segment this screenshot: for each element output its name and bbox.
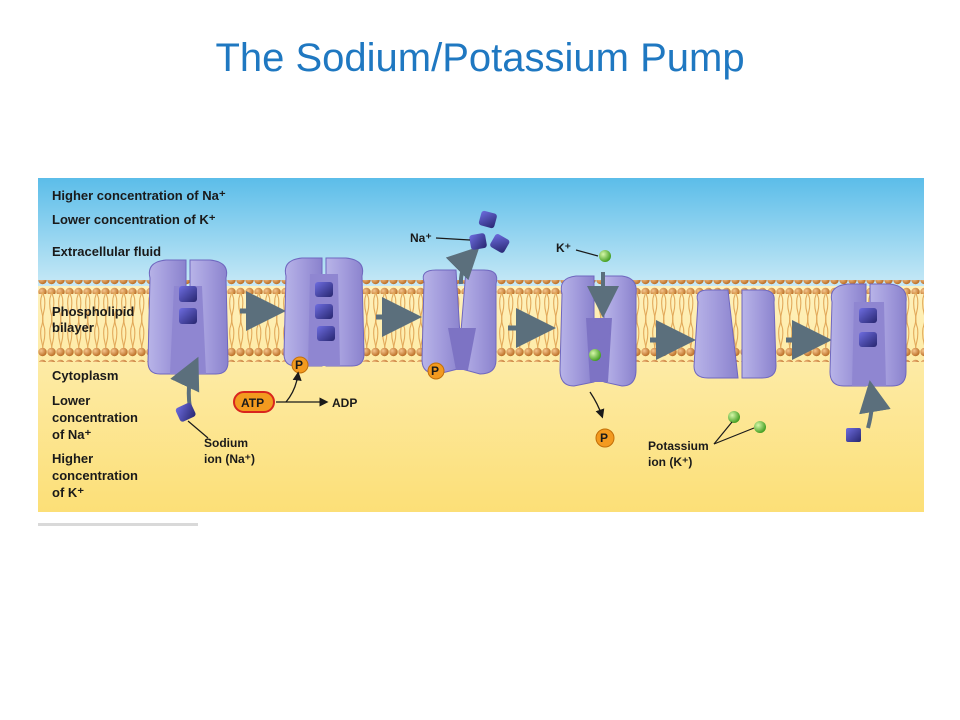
higher-conc-label-3: of K⁺ — [52, 485, 84, 500]
pump-step-2 — [283, 257, 365, 367]
k-plus-label: K⁺ — [556, 241, 571, 255]
higher-conc-label-2: concentration — [52, 468, 138, 483]
potassium-ion — [599, 250, 611, 262]
sodium-label-1: Sodium — [204, 436, 248, 450]
pump-step-3 — [421, 269, 498, 375]
slide-title: The Sodium/Potassium Pump — [215, 36, 745, 80]
bilayer-label: bilayer — [52, 320, 94, 335]
sodium-ion — [315, 282, 333, 297]
atp-badge — [233, 391, 275, 413]
higher-conc-label-1: Higher — [52, 451, 93, 466]
atp-label: ATP — [241, 396, 264, 410]
pump-step-6 — [829, 283, 907, 387]
sodium-ion — [317, 326, 335, 341]
sodium-ion — [859, 308, 877, 323]
figure-credit — [38, 514, 238, 526]
sodium-ion — [846, 428, 861, 442]
cytoplasm-label: Cytoplasm — [52, 368, 118, 383]
sodium-label-2: ion (Na⁺) — [204, 452, 255, 466]
na-entry-arrow — [859, 380, 891, 429]
higher-na-label: Higher concentration of Na⁺ — [52, 188, 226, 203]
sodium-ion — [478, 210, 497, 229]
phosphate-label: P — [431, 364, 439, 378]
potassium-ion — [728, 411, 740, 423]
sodium-ion — [469, 233, 487, 250]
phosphate-label: P — [600, 431, 608, 445]
pump-step-5 — [693, 289, 777, 379]
sodium-ion — [490, 234, 510, 253]
adp-label: ADP — [332, 396, 357, 410]
lower-k-label: Lower concentration of K⁺ — [52, 212, 216, 227]
lower-conc-label-2: concentration — [52, 410, 138, 425]
na-exit-arrow — [445, 246, 480, 285]
phosphate-label: P — [295, 358, 303, 372]
sodium-potassium-pump-diagram: Higher concentration of Na⁺ Lower concen… — [38, 178, 924, 512]
sodium-ion — [179, 308, 197, 324]
na-plus-label: Na⁺ — [410, 231, 432, 245]
extracellular-label: Extracellular fluid — [52, 244, 161, 259]
sodium-ion — [175, 402, 196, 422]
lower-conc-label-3: of Na⁺ — [52, 427, 92, 442]
pump-step-1 — [147, 259, 229, 375]
sodium-ion — [179, 286, 197, 302]
phosphate-icon — [427, 362, 445, 380]
potassium-ion — [754, 421, 766, 433]
potassium-label-2: ion (K⁺) — [648, 455, 692, 469]
phosphate-icon — [595, 428, 615, 448]
lower-conc-label-1: Lower — [52, 393, 90, 408]
potassium-ion — [589, 349, 601, 361]
potassium-label-1: Potassium — [648, 439, 709, 453]
sodium-ion — [315, 304, 333, 319]
sodium-ion — [859, 332, 877, 347]
phospholipid-label: Phospholipid — [52, 304, 134, 319]
